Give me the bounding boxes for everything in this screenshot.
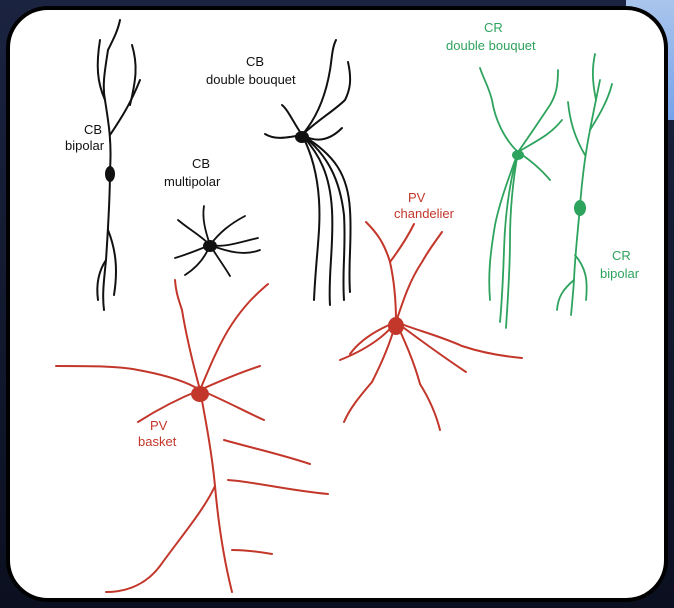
label-pv-chandelier-line1: PV (408, 190, 426, 205)
cb-multipolar-neuron (174, 205, 261, 277)
cr-bipolar-neuron (556, 53, 613, 316)
neuron-diagram-panel: CB bipolar CB double bouquet (6, 6, 668, 602)
label-pv-basket-line2: basket (138, 434, 177, 449)
cb-bipolar-neuron (96, 19, 141, 311)
label-cr-bipolar-line1: CR (612, 248, 631, 263)
label-cb-bipolar-line1: CB (84, 122, 102, 137)
neuron-diagram-svg: CB bipolar CB double bouquet (55, 19, 640, 593)
label-pv-chandelier-line2: chandelier (394, 206, 455, 221)
label-cb-multipolar-line2: multipolar (164, 174, 221, 189)
cb-double-bouquet-neuron (264, 39, 352, 306)
pv-basket-neuron (55, 279, 329, 593)
pv-chandelier-neuron (339, 221, 523, 431)
label-pv-basket-line1: PV (150, 418, 168, 433)
label-cb-multipolar-line1: CB (192, 156, 210, 171)
label-cr-double-bouquet-line1: CR (484, 20, 503, 35)
label-cr-bipolar-line2: bipolar (600, 266, 640, 281)
label-cr-double-bouquet-line2: double bouquet (446, 38, 536, 53)
label-cb-double-bouquet-line1: CB (246, 54, 264, 69)
label-cb-bipolar-line2: bipolar (65, 138, 105, 153)
cr-double-bouquet-neuron (479, 67, 563, 329)
label-cb-double-bouquet-line2: double bouquet (206, 72, 296, 87)
